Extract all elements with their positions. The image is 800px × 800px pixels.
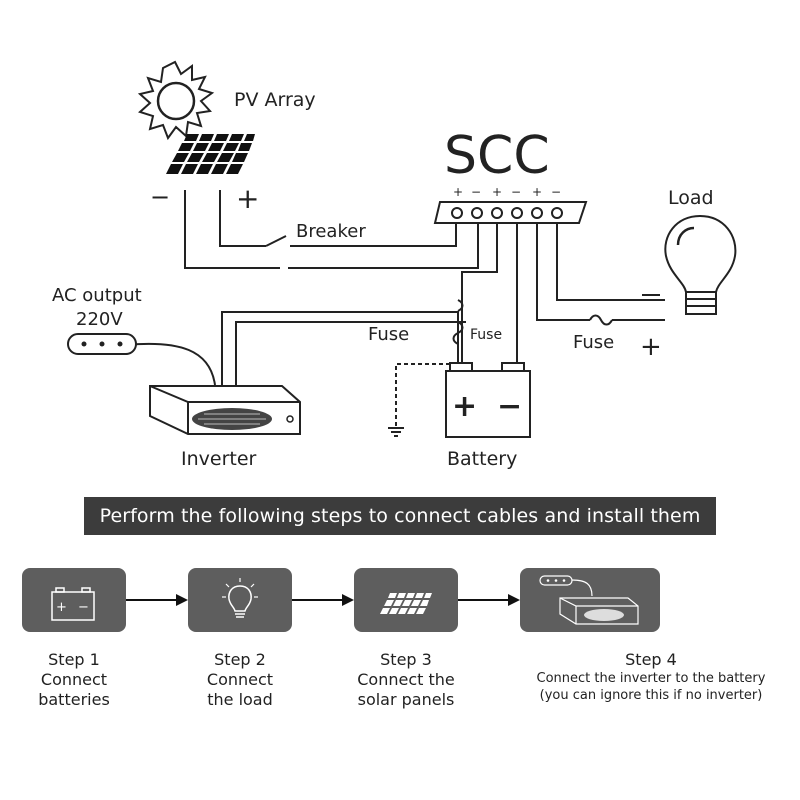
pv-plus-label: + [236, 182, 259, 215]
step-3-card [354, 568, 458, 632]
step-line: Connect [206, 670, 274, 689]
scc-label: SCC [444, 126, 550, 186]
battery-icon [445, 362, 531, 438]
battery-minus-label: − [497, 389, 522, 424]
fuse-label-mid: Fuse [470, 327, 502, 343]
svg-text:−: − [551, 185, 561, 199]
power-strip-icon [67, 333, 137, 355]
inverter-label: Inverter [181, 448, 257, 470]
svg-text:+: + [56, 600, 67, 615]
scc-terminal-block [433, 201, 588, 224]
step-3-text: Step 3 Connect the solar panels [340, 650, 472, 710]
arrow-icon [292, 594, 354, 606]
battery-label: Battery [447, 448, 517, 470]
step-4-text: Step 4 Connect the inverter to the batte… [506, 650, 796, 704]
bulb-icon [222, 578, 258, 618]
step-4-card [520, 568, 660, 632]
breaker-label: Breaker [296, 221, 366, 242]
svg-text:+: + [532, 185, 542, 199]
load-label: Load [668, 187, 714, 209]
pv-minus-label: − [150, 183, 170, 211]
step-title: Step 2 [214, 650, 266, 669]
ac-output-label: AC output [52, 285, 142, 306]
wiring-diagram: PV Array − + SCC + − + − + − [52, 60, 737, 470]
step-title: Step 4 [625, 650, 677, 669]
solar-panel-icon [166, 134, 255, 174]
instructions-banner: Perform the following steps to connect c… [84, 497, 716, 535]
pv-array-label: PV Array [234, 89, 316, 111]
arrow-icon [126, 594, 188, 606]
arrow-icon [458, 594, 520, 606]
battery-plus-label: + [452, 389, 477, 424]
step-line: Connect the [357, 670, 455, 689]
step-1-text: Step 1 Connect batteries [14, 650, 134, 710]
step-line: batteries [38, 690, 110, 709]
svg-text:−: − [511, 185, 521, 199]
step-line: solar panels [357, 690, 455, 709]
solar-panel-icon [380, 593, 432, 614]
step-title: Step 1 [48, 650, 100, 669]
wires [124, 190, 665, 428]
scc-terminal-signs: + − + − + − [453, 185, 561, 199]
step-1-card: + − [22, 568, 126, 632]
fuse-label-right: Fuse [573, 332, 614, 353]
step-line: Connect the inverter to the battery [536, 671, 766, 686]
step-title: Step 3 [380, 650, 432, 669]
inverter-icon [539, 575, 639, 625]
step-line: (you can ignore this if no inverter) [539, 688, 763, 703]
bulb-icon [664, 214, 737, 315]
step-2-text: Step 2 Connect the load [180, 650, 300, 710]
svg-text:−: − [471, 185, 481, 199]
load-plus-label: + [640, 332, 662, 362]
ac-voltage-label: 220V [76, 309, 123, 330]
fuse-label-left: Fuse [368, 324, 409, 345]
step-line: the load [207, 690, 273, 709]
step-2-card [188, 568, 292, 632]
sun-icon [137, 60, 215, 141]
svg-text:−: − [78, 600, 89, 615]
battery-icon: + − [51, 587, 95, 621]
svg-text:+: + [453, 185, 463, 199]
step-line: Connect [40, 670, 108, 689]
fuse-icon [452, 299, 613, 345]
inverter-icon [149, 385, 301, 435]
ground-icon [388, 427, 404, 437]
svg-text:+: + [492, 185, 502, 199]
